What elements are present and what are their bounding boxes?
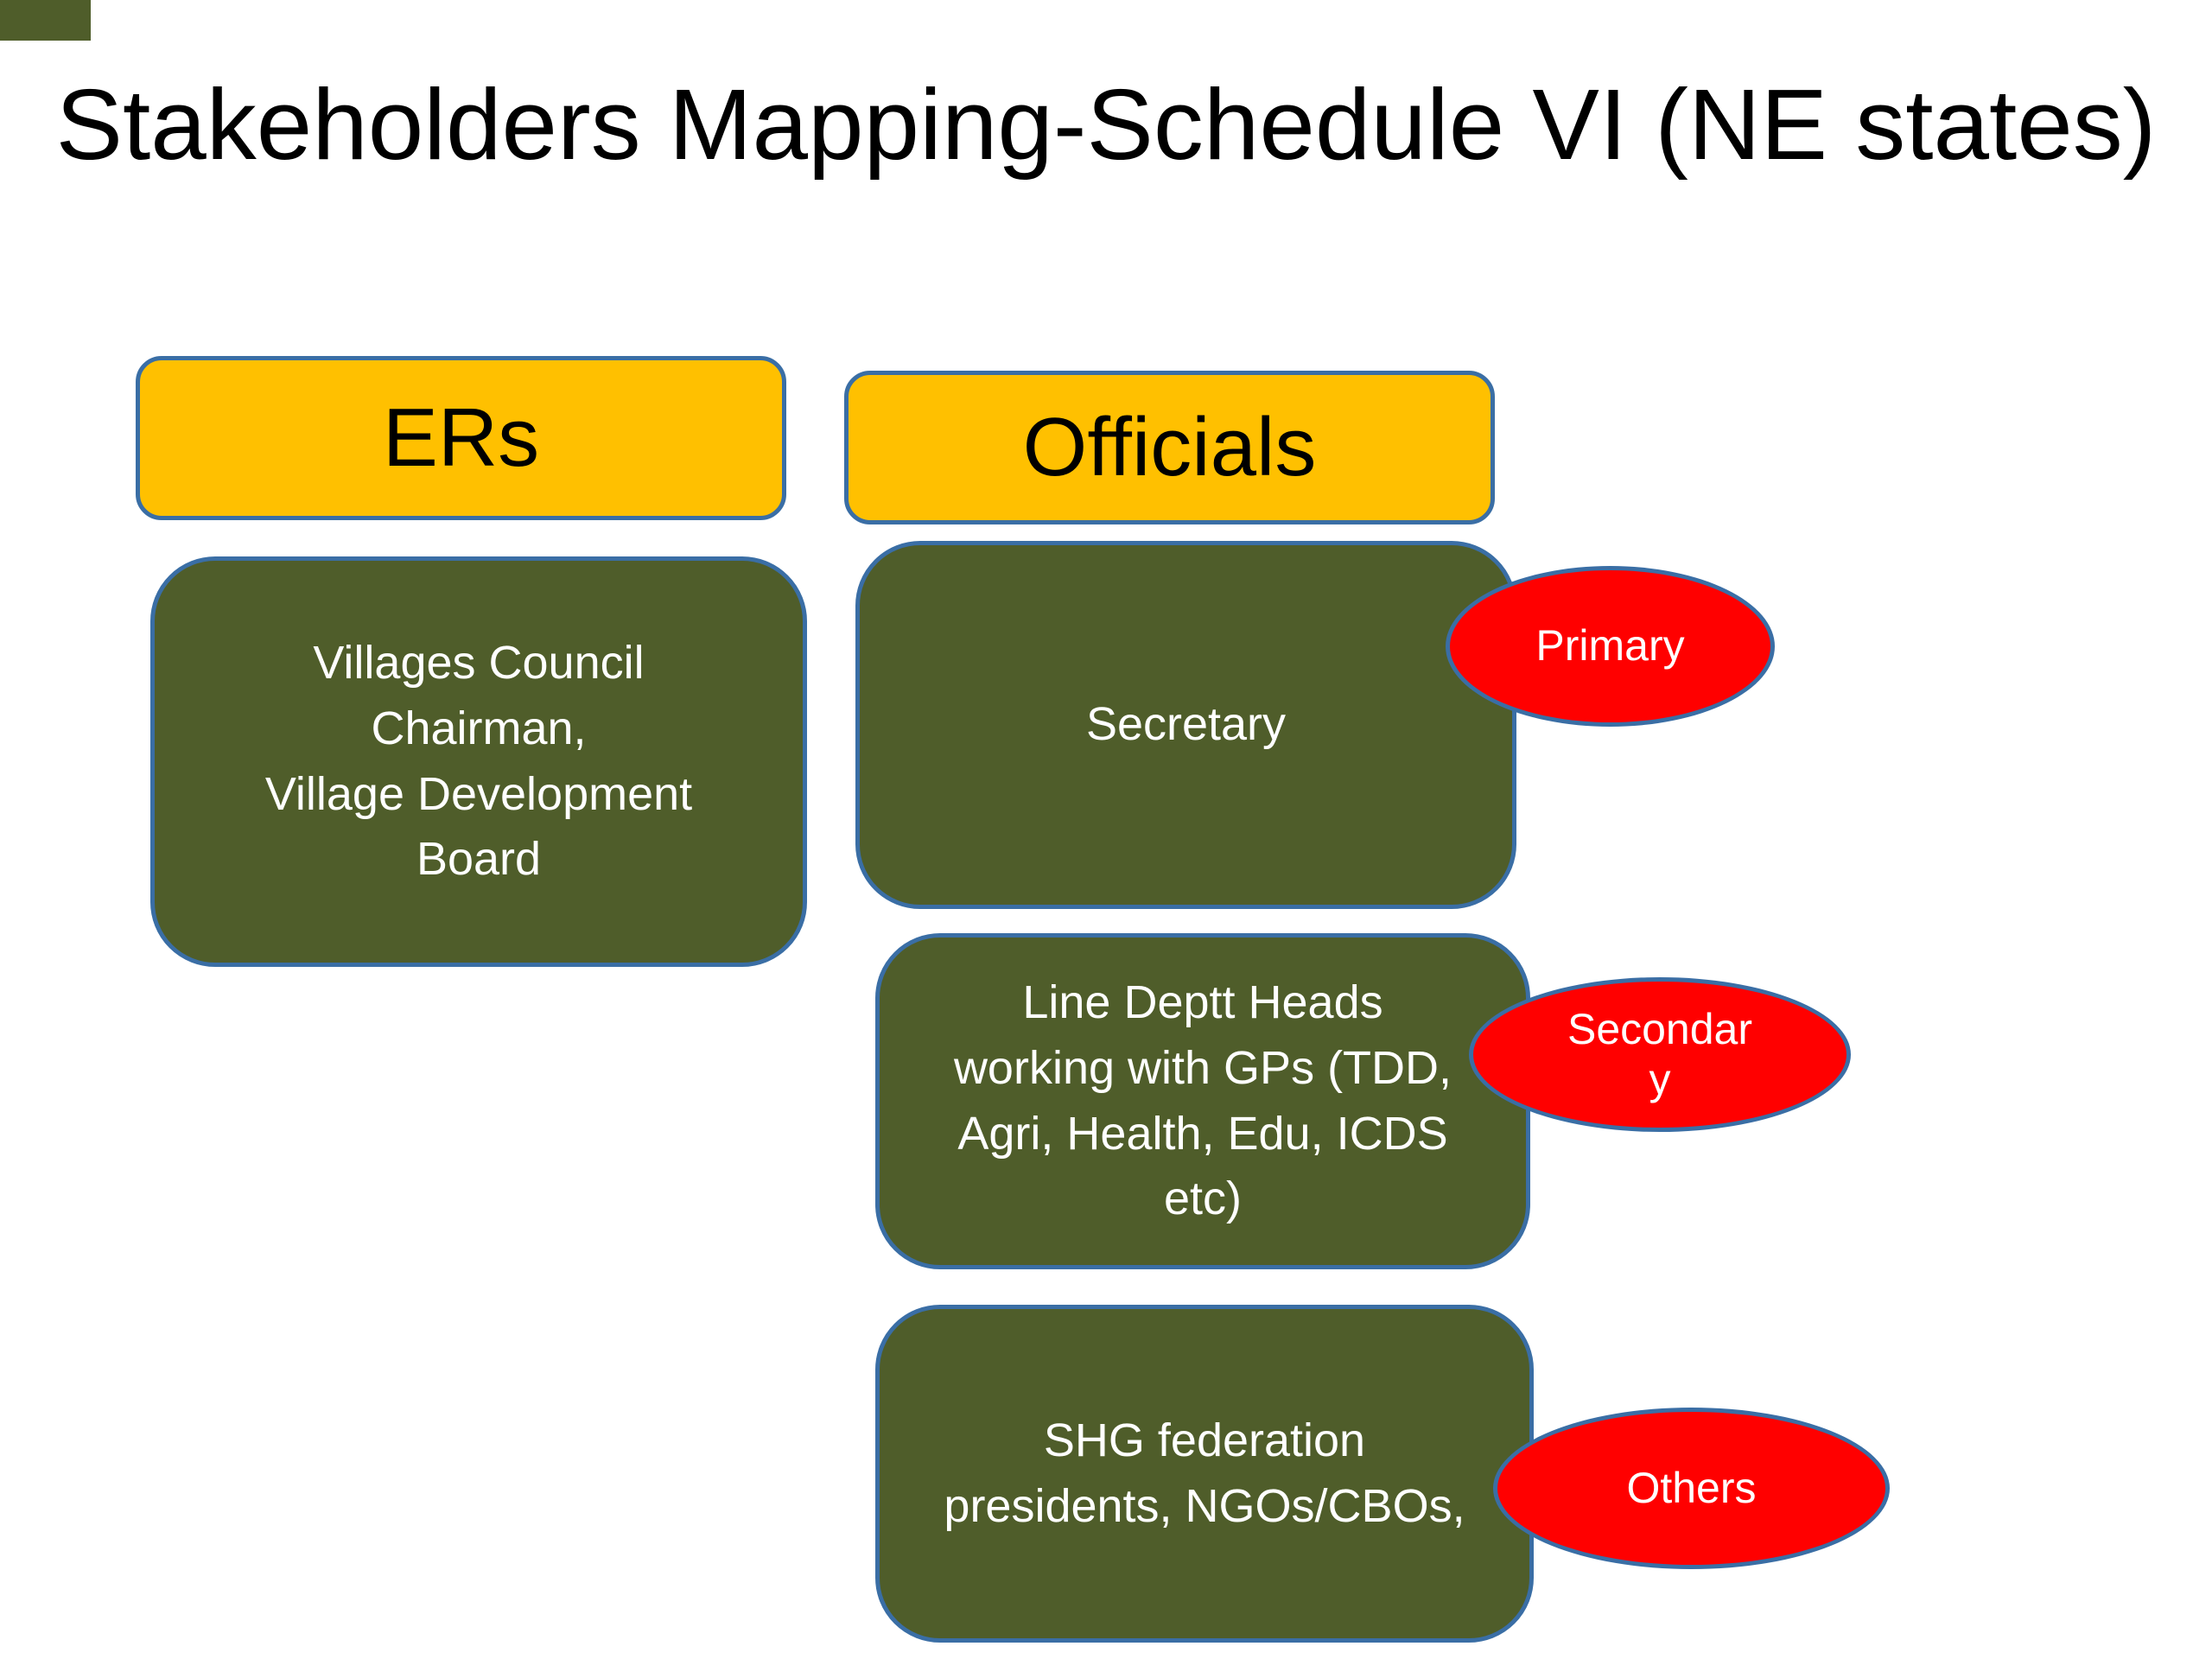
line-dept-heads-box: Line Deptt Heads working with GPs (TDD, … — [875, 933, 1530, 1269]
others-badge-label: Others — [1626, 1463, 1757, 1512]
primary-badge-label: Primary — [1535, 621, 1685, 671]
villages-council-box: Villages Council Chairman, Village Devel… — [150, 556, 807, 967]
officials-column-header: Officials — [844, 371, 1495, 524]
villages-council-label: Villages Council Chairman, Village Devel… — [264, 637, 693, 886]
others-badge: Others — [1493, 1408, 1890, 1569]
corner-decoration — [0, 0, 91, 41]
ers-header-label: ERs — [382, 391, 540, 484]
secretary-box: Secretary — [855, 541, 1516, 909]
line-dept-heads-label: Line Deptt Heads working with GPs (TDD, … — [953, 976, 1452, 1225]
ers-column-header: ERs — [136, 356, 786, 520]
secondary-badge: Secondary — [1469, 977, 1851, 1132]
shg-federation-label: SHG federation presidents, NGOs/CBOs, — [944, 1414, 1465, 1532]
primary-badge: Primary — [1446, 566, 1775, 727]
shg-federation-box: SHG federation presidents, NGOs/CBOs, — [875, 1305, 1534, 1643]
officials-header-label: Officials — [1022, 401, 1317, 493]
secretary-label: Secretary — [1085, 698, 1287, 751]
secondary-badge-label: Secondary — [1567, 1005, 1753, 1103]
slide-title: Stakeholders Mapping-Schedule VI (NE sta… — [55, 68, 2157, 181]
